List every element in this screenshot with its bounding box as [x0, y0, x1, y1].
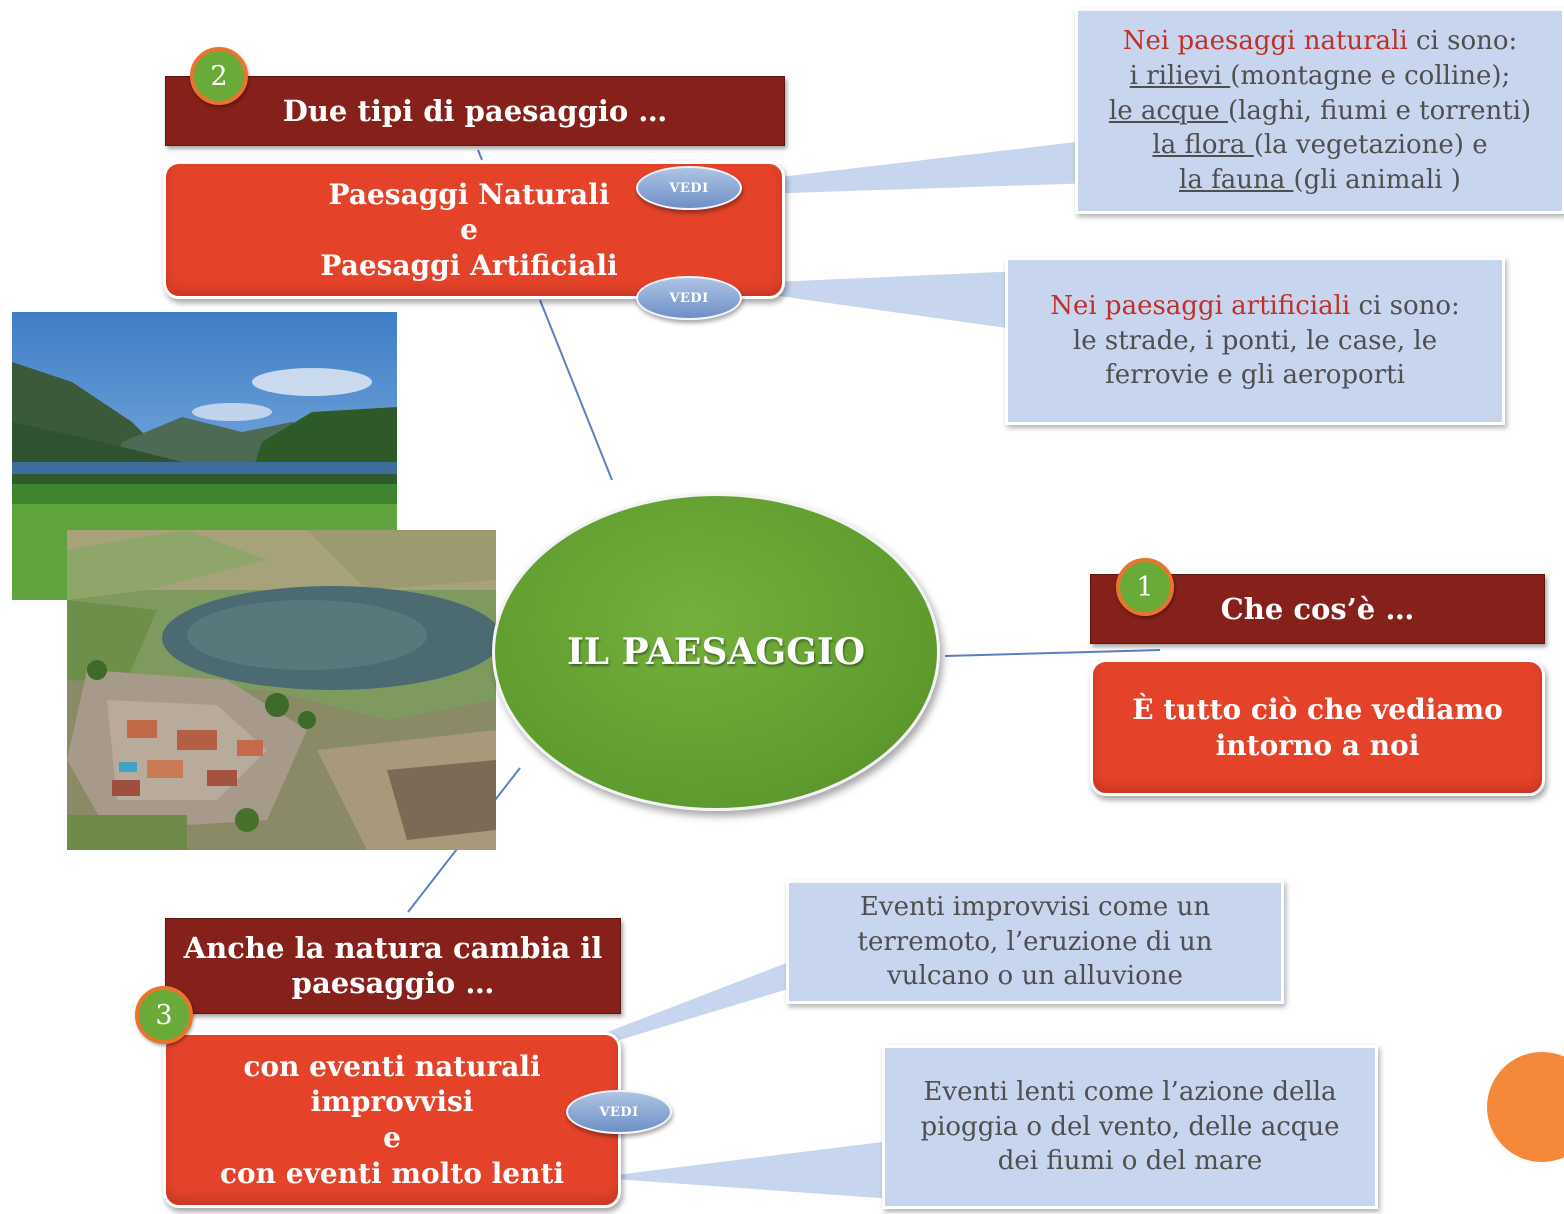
vedi-button-label: VEDI — [669, 180, 709, 196]
note-slow-events: Eventi lenti come l’azione della pioggia… — [882, 1045, 1378, 1209]
note-sudden-line1: Eventi improvvisi come un — [859, 891, 1211, 922]
note-natural-term: la flora — [1152, 130, 1254, 161]
note-natural-desc: (montagne e colline); — [1230, 60, 1511, 91]
section1-header-text: Che cos’è … — [1220, 591, 1415, 626]
section2-number: 2 — [210, 60, 228, 92]
callout-pointer-natural — [740, 138, 1082, 198]
section2-line2: e — [460, 213, 478, 247]
note-artificial-line1: Nei paesaggi artificiali ci sono: — [1008, 289, 1502, 324]
section2-number-badge: 2 — [190, 47, 248, 105]
photo-aerial-village — [67, 530, 496, 850]
section3-number: 3 — [155, 999, 173, 1031]
section3-header: Anche la natura cambia il paesaggio … — [165, 918, 621, 1014]
vedi-button-artificial[interactable]: VEDI — [636, 276, 742, 320]
vedi-button-label: VEDI — [599, 1104, 639, 1120]
note-natural-item: i rilievi (montagne e colline); — [1078, 59, 1562, 94]
note-artificial-highlight: Nei paesaggi artificiali — [1050, 290, 1351, 321]
section3-header-line1: Anche la natura cambia il — [183, 931, 603, 966]
connector-line-section2-top — [477, 149, 483, 161]
note-natural-landscapes: Nei paesaggi naturali ci sono: i rilievi… — [1075, 8, 1564, 214]
section3-line1: con eventi naturali — [243, 1049, 541, 1083]
section1-number: 1 — [1136, 571, 1154, 603]
section2-line1: Paesaggi Naturali — [328, 177, 610, 211]
connector-line-section2 — [539, 299, 613, 481]
section3-line2: improvvisi — [310, 1085, 474, 1119]
note-slow-line3: dei fiumi o del mare — [997, 1146, 1263, 1177]
note-artificial-line3: ferrovie e gli aeroporti — [1105, 360, 1405, 391]
note-artificial-landscapes: Nei paesaggi artificiali ci sono: le str… — [1005, 257, 1505, 425]
note-natural-desc: (la vegetazione) e — [1253, 130, 1488, 161]
connector-line-section1 — [944, 649, 1161, 657]
section1-box: È tutto ciò che vediamo intorno a noi — [1090, 659, 1545, 796]
center-topic-ellipse: IL PAESAGGIO — [492, 493, 940, 811]
note-natural-line1: Nei paesaggi naturali ci sono: — [1078, 24, 1562, 59]
note-natural-item: la fauna (gli animali ) — [1078, 163, 1562, 198]
note-natural-term: la fauna — [1179, 165, 1294, 196]
callout-pointer-slow — [579, 1138, 888, 1202]
note-natural-desc: (laghi, fiumi e torrenti) — [1227, 95, 1532, 126]
note-natural-item: la flora (la vegetazione) e — [1078, 128, 1562, 163]
section3-number-badge: 3 — [135, 986, 193, 1044]
note-slow-line1: Eventi lenti come l’azione della — [923, 1076, 1337, 1107]
section1-line2: intorno a noi — [1215, 728, 1420, 762]
note-natural-item: le acque (laghi, fiumi e torrenti) — [1078, 94, 1562, 129]
section3-box: con eventi naturali improvvisi e con eve… — [163, 1032, 621, 1208]
section2-header-text: Due tipi di paesaggio … — [282, 93, 668, 128]
section1-number-badge: 1 — [1116, 558, 1174, 616]
note-artificial-line1-rest: ci sono: — [1350, 290, 1460, 321]
section1-line1: È tutto ciò che vediamo — [1132, 692, 1503, 726]
section3-header-line2: paesaggio … — [291, 966, 495, 1000]
note-sudden-events: Eventi improvvisi come un terremoto, l’e… — [786, 880, 1284, 1004]
note-natural-term: le acque — [1108, 95, 1228, 126]
section3-line4: con eventi molto lenti — [219, 1156, 565, 1190]
section3-line3: e — [383, 1121, 401, 1154]
note-sudden-line2: terremoto, l’eruzione di un — [857, 926, 1213, 957]
note-natural-highlight: Nei paesaggi naturali — [1122, 25, 1408, 56]
note-natural-desc: (gli animali ) — [1293, 165, 1461, 196]
note-natural-line1-rest: ci sono: — [1407, 25, 1518, 56]
section2-header: Due tipi di paesaggio … — [165, 76, 785, 146]
vedi-button-label: VEDI — [669, 290, 709, 306]
note-sudden-line3: vulcano o un alluvione — [887, 961, 1183, 992]
section2-line3: Paesaggi Artificiali — [320, 248, 618, 282]
note-artificial-line2: le strade, i ponti, le case, le — [1072, 325, 1438, 356]
note-natural-term: i rilievi — [1129, 60, 1231, 91]
center-topic-title: IL PAESAGGIO — [566, 631, 866, 673]
note-slow-line2: pioggia o del vento, delle acque — [920, 1111, 1340, 1142]
vedi-button-events[interactable]: VEDI — [566, 1090, 672, 1134]
vedi-button-natural[interactable]: VEDI — [636, 166, 742, 210]
